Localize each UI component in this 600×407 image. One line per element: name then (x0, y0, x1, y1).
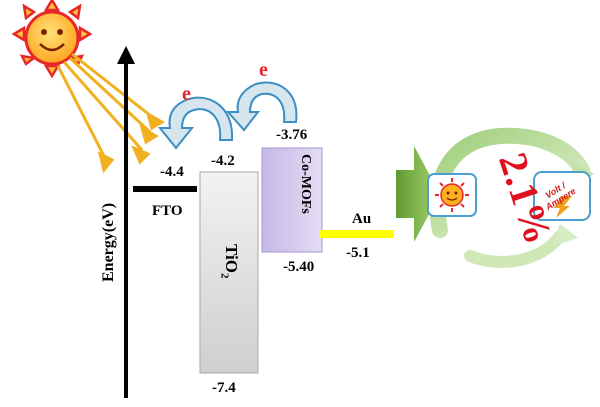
comofs-homo-value: -5.40 (283, 259, 315, 275)
light-rays (56, 52, 165, 174)
energy-axis (117, 46, 135, 398)
fto-value: -4.4 (160, 164, 184, 180)
au-level (320, 230, 394, 238)
tio2-block (199, 171, 259, 374)
tio2-label: TiO2 (218, 244, 241, 279)
au-label: Au (352, 211, 372, 227)
fto-label: FTO (152, 203, 183, 219)
lightning-icon (554, 196, 572, 218)
tio2-cb-value: -4.2 (211, 153, 235, 169)
electron-label-2: e (259, 59, 268, 81)
electron-transfer-arrow-1 (157, 96, 234, 150)
energy-axis-label: Energy(eV) (100, 202, 117, 282)
solar-input-box (427, 173, 477, 217)
fto-level (133, 186, 197, 192)
comofs-lumo-value: -3.76 (276, 127, 308, 143)
output-arrow (396, 146, 440, 242)
comofs-block (261, 147, 323, 253)
au-value: -5.1 (346, 245, 370, 261)
electron-label-1: e (182, 83, 191, 105)
comofs-label: Co-MOFs (298, 154, 313, 214)
electrical-output-box (533, 171, 591, 221)
tio2-vb-value: -7.4 (212, 380, 236, 396)
electron-transfer-arrow-2 (225, 81, 298, 132)
